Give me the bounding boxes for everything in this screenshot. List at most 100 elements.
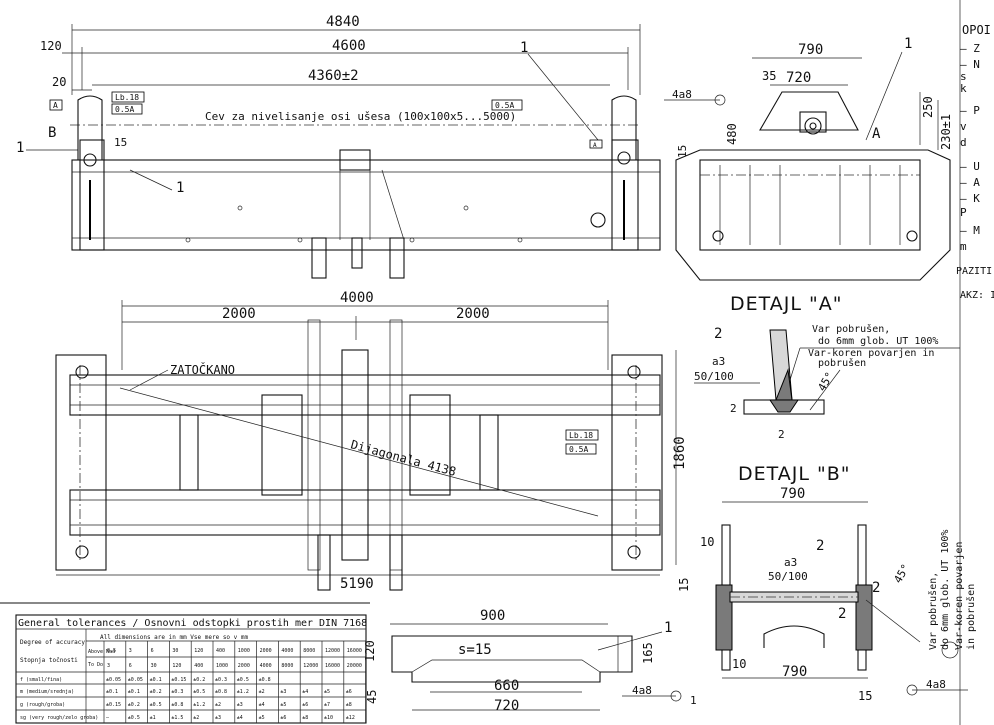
tolerance-cell: ±0.15 <box>106 702 121 708</box>
detail-a-weld-note-2: do 6mm glob. UT 100% <box>818 336 938 347</box>
diagonal-dimension: Dijagonala 4138 <box>349 437 457 479</box>
dim-790-side: 790 <box>798 42 823 58</box>
notes-block: OPOI – Z – N s k – P v d – U – A – K P –… <box>956 23 994 301</box>
weld-symbol-lb18-plan: Lb.18 <box>569 431 593 440</box>
tolerance-over-value: 6 <box>151 648 154 654</box>
detail-b-weld-note-2: do 6mm glob. UT 100% <box>940 530 951 650</box>
tolerance-to-value: 4000 <box>260 663 272 669</box>
tolerance-cell: ±3 <box>280 689 286 695</box>
detail-b-leader-label: 1 <box>690 694 697 707</box>
tolerance-cell: ±0.5 <box>128 715 140 721</box>
tolerance-over-value: 400 <box>216 648 225 654</box>
tolerance-cell: ±4 <box>237 715 243 721</box>
leader-1-right: 1 <box>520 40 528 56</box>
tolerance-cell: ±2 <box>215 702 221 708</box>
detail-a-dim-2b: 2 <box>778 428 785 441</box>
tolerance-cell: ±1 <box>150 715 156 721</box>
tolerance-cell: ±0.1 <box>128 689 140 695</box>
tolerance-cell: ±0.5 <box>150 702 162 708</box>
tolerance-cell: ±4 <box>259 702 265 708</box>
tolerance-table-title: General tolerances / Osnovni odstopki pr… <box>18 618 367 629</box>
note-zatockano: ZATOČKANO <box>170 362 235 377</box>
note-pazite: PAZITI <box>956 266 992 277</box>
tolerance-row-label: sg (very rough/zelo groba) <box>20 715 98 721</box>
tolerance-cell: ±1.2 <box>237 689 249 695</box>
tolerance-over-value: 12000 <box>325 648 340 654</box>
note-line-7: d <box>960 136 967 149</box>
detail-a-dim-2a: 2 <box>730 402 737 415</box>
tolerance-table-col-group: All dimensions are in mm Vse mere so v m… <box>100 634 248 641</box>
tolerance-cell: ±1.5 <box>171 715 183 721</box>
dim-15-side: 15 <box>676 145 689 158</box>
tolerance-cell: ±0.3 <box>215 677 227 683</box>
detail-b-ratio: 50/100 <box>768 570 808 583</box>
tolerance-to-value: 3 <box>107 663 110 669</box>
detail-b: DETAJL "B" 790 790 10 10 15 15 2 2 2 a3 … <box>677 463 977 707</box>
section-b-label: B <box>48 125 56 141</box>
dim-4360: 4360±2 <box>308 68 359 84</box>
detail-b-dim-790-top: 790 <box>780 486 805 502</box>
tolerance-cell: ±0.8 <box>259 677 271 683</box>
tolerance-to-value: 8000 <box>281 663 293 669</box>
detail-b-label-2-right: 2 <box>872 580 880 596</box>
tolerance-over-value: 1000 <box>238 648 250 654</box>
note-line-4: k <box>960 82 967 95</box>
tolerance-to-value: 12000 <box>303 663 318 669</box>
plate-view: 900 s=15 120 165 45 660 720 1 4a8 <box>363 608 682 714</box>
plate-dim-720: 720 <box>494 698 519 714</box>
detail-b-dim-15-bottom: 15 <box>858 689 872 703</box>
note-line-3: s <box>960 70 967 83</box>
dim-230-side: 230±1 <box>939 114 953 150</box>
tolerance-over-value: 2000 <box>260 648 272 654</box>
dim-1860: 1860 <box>672 436 688 470</box>
detail-b-weld-4a8: 4a8 <box>926 678 946 691</box>
note-akz: AKZ: I <box>960 290 994 301</box>
tolerance-cell: ±0.5 <box>237 677 249 683</box>
tolerance-table: General tolerances / Osnovni odstopki pr… <box>15 614 367 724</box>
tolerance-row-label: g (rough/groba) <box>20 702 65 708</box>
detail-b-title: DETAJL "B" <box>738 463 851 485</box>
tolerance-cell: ±0.2 <box>150 689 162 695</box>
tolerance-cell: — <box>106 715 110 721</box>
tolerance-to-label: To Do <box>88 662 103 668</box>
detail-b-label-2-mid: 2 <box>838 606 846 622</box>
tolerance-cell: ±10 <box>324 715 333 721</box>
detail-a: DETAJL "A" Var pobrušen, do 6mm glob. UT… <box>694 293 960 441</box>
plan-view: 4000 2000 2000 5190 1860 <box>55 290 688 592</box>
tolerance-over-value: 120 <box>194 648 203 654</box>
plate-leader-1: 1 <box>664 620 672 636</box>
detail-a-ratio: 50/100 <box>694 370 734 383</box>
detail-b-dim-15-left: 15 <box>677 578 691 592</box>
tolerance-cell: ±0.05 <box>106 677 121 683</box>
detail-b-dim-790-bottom: 790 <box>782 664 807 680</box>
dim-2000-left: 2000 <box>222 306 256 322</box>
tolerance-cell: ±2 <box>193 715 199 721</box>
dim-20: 20 <box>52 75 66 89</box>
tolerance-cell: ±3 <box>237 702 243 708</box>
dim-35-side: 35 <box>762 69 776 83</box>
tolerance-to-value: 1000 <box>216 663 228 669</box>
tolerance-cell: ±0.8 <box>215 689 227 695</box>
note-line-5: – P <box>960 104 980 117</box>
dim-480-side: 480 <box>725 123 739 145</box>
tolerance-cell: ±4 <box>302 689 308 695</box>
tolerance-to-value: 400 <box>194 663 203 669</box>
weld-symbol-05a-right: 0.5A <box>495 101 514 110</box>
note-line-12: – M <box>960 224 980 237</box>
tolerance-cell: ±3 <box>215 715 221 721</box>
dim-4840: 4840 <box>326 14 360 30</box>
tolerance-cell: ±0.15 <box>171 677 186 683</box>
plate-weld-4a8: 4a8 <box>632 684 652 697</box>
detail-b-angle: 45° <box>891 562 912 586</box>
notes-header: OPOI <box>962 23 991 37</box>
detail-b-label-2-top: 2 <box>816 538 824 554</box>
detail-b-dim-10-bottom: 10 <box>732 657 746 671</box>
tolerance-cell: ±0.05 <box>128 677 143 683</box>
leader-1-left: 1 <box>16 140 24 156</box>
note-line-11: P <box>960 206 967 219</box>
detail-a-label-2: 2 <box>714 326 722 342</box>
detail-b-weld-note-3: Var-koren povarjen <box>954 542 965 650</box>
marker-a-right: A <box>593 142 597 149</box>
tolerance-to-value: 2000 <box>238 663 250 669</box>
marker-a: A <box>53 101 58 110</box>
